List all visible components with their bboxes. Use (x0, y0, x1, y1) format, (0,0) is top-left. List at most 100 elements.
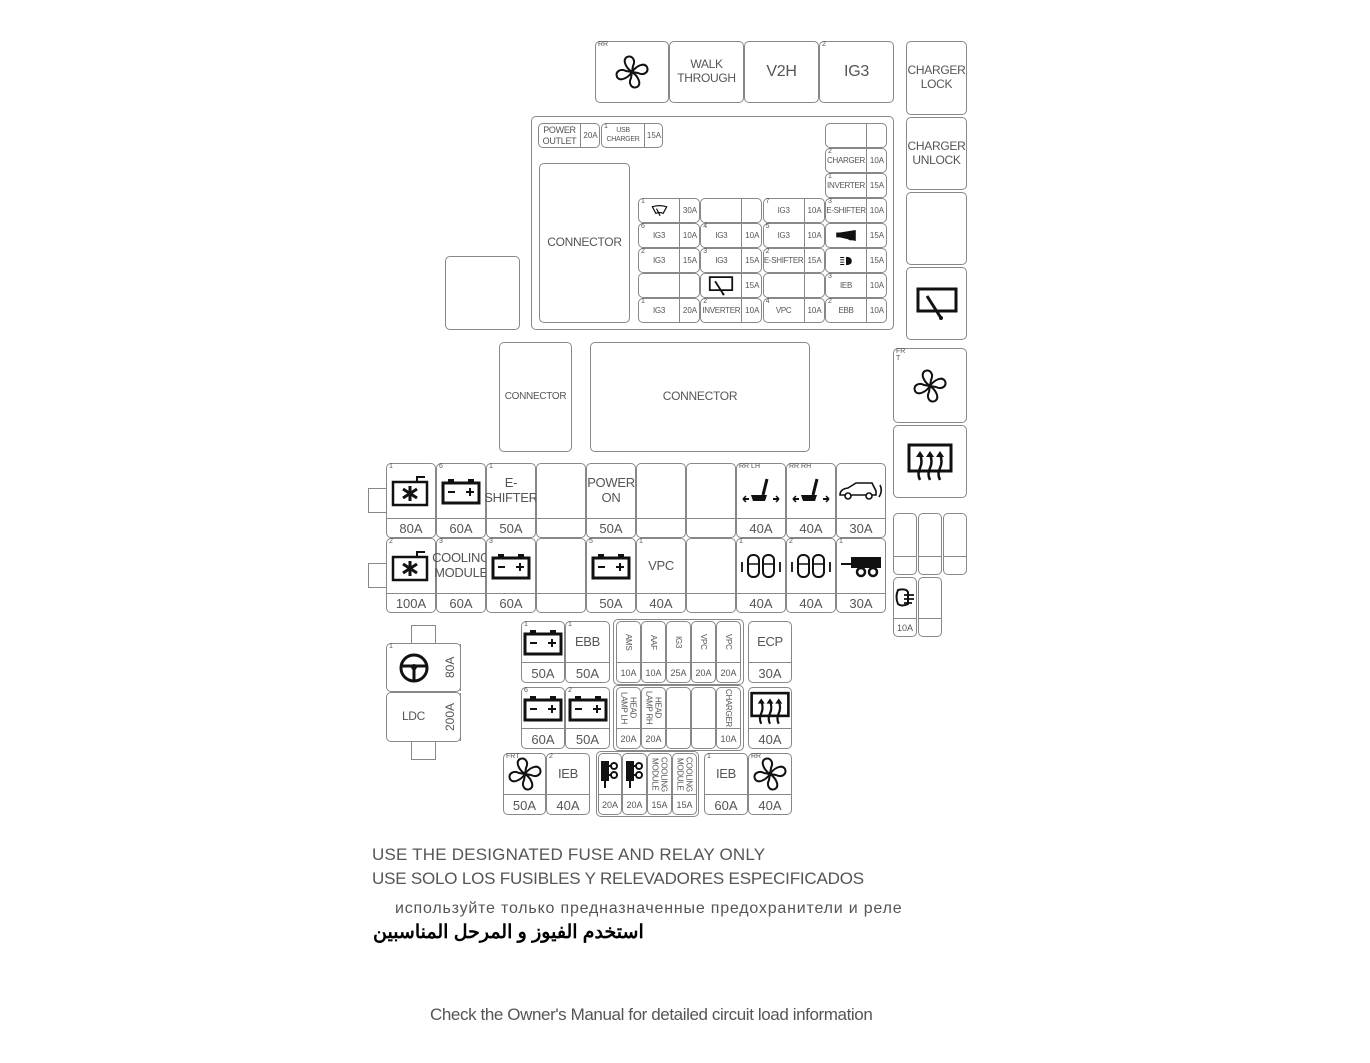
fuse-cell-b1-9: 40A RR RH (786, 463, 836, 538)
fuse-position-number: 2 (641, 248, 645, 255)
note-english: USE THE DESIGNATED FUSE AND RELAY ONLY (372, 845, 766, 864)
fuse-rating: 50A (587, 518, 635, 538)
fuse-position-number: 1 (828, 173, 832, 180)
fuse-position-number: 2 (765, 248, 770, 255)
fuse-rating: 10A (803, 224, 825, 247)
relay-switch-icon (601, 761, 618, 788)
fuse-position-number: 5 (765, 223, 770, 230)
fuse-position-number: 1 (839, 538, 843, 545)
fuse-label: CHARGER (724, 689, 734, 727)
fuse-rating: 20A (623, 794, 646, 815)
fuse-rating (537, 593, 585, 613)
battery-icon (568, 696, 607, 722)
fuse-rating: 40A (787, 518, 835, 538)
fuse-label: ECP (757, 633, 783, 649)
fuse-label: IG3 (653, 230, 665, 240)
fuse-rating: 50A (504, 794, 545, 815)
star-box-icon (391, 551, 429, 582)
fuse-position-number: 1 (524, 621, 528, 628)
fuse-position-number: 1 (389, 463, 393, 470)
fuse-cell-connector-3: CONNECTOR (590, 342, 810, 452)
fuse-cell-s1 (893, 513, 917, 575)
fuse-position-number: 1 (641, 198, 645, 205)
middle-fuse-block-frame (531, 116, 894, 330)
wiper-icon (639, 199, 679, 222)
fuse-cell-m-a4 (638, 273, 700, 298)
mini-fuse-group-frame (613, 685, 744, 751)
fuse-cell-charger-lock: CHARGER LOCK (906, 41, 967, 115)
fuse-rating: 10A (617, 662, 640, 683)
horn-icon (836, 230, 856, 241)
fuse-rating: 30A (837, 593, 885, 613)
fuse-cell-s4: 10A (893, 577, 917, 637)
fuse-cell-b1-7 (686, 463, 736, 538)
fuse-cell-v2h: V2H (744, 41, 819, 103)
fuse-cell-m-r4: 15A (825, 223, 887, 248)
seats-icon (791, 554, 831, 578)
fuse-label: IG3 (715, 255, 728, 265)
mounting-tab (368, 563, 387, 588)
fuse-cell-charger-unlock: CHARGER UNLOCK (906, 117, 967, 190)
heated-mirror-icon (894, 578, 916, 618)
fuse-rating: 25A (667, 662, 690, 683)
fuse-label: EBB (838, 305, 854, 315)
rear-wiper-icon (701, 274, 741, 297)
fuse-label: INVERTER (827, 180, 865, 190)
fuse-label: E-SHIFTER (763, 255, 804, 265)
fuse-position-number: FR T (896, 348, 906, 362)
fuse-position-number: 6 (439, 463, 443, 470)
fuse-cell-m-r5: 15A (825, 248, 887, 273)
horn-icon (826, 224, 866, 247)
fuse-label: INVERTER (702, 305, 741, 315)
mounting-tab (368, 488, 387, 513)
battery-icon (491, 554, 531, 580)
fuse-cell-lc-4: 20A (622, 753, 647, 815)
fuse-cell-m-c4 (762, 273, 825, 298)
fuse-rating: 10A (803, 199, 825, 222)
fuse-cell-lb-6 (691, 687, 716, 749)
fuse-cell-b1-4 (536, 463, 586, 538)
battery-icon (437, 464, 485, 518)
fuse-label: CHARGER UNLOCK (907, 138, 966, 167)
fuse-rating: 15A (803, 249, 825, 272)
fuse-label: IEB (840, 280, 852, 290)
steering-icon (399, 653, 428, 682)
fuse-label: VPC (775, 305, 792, 315)
fuse-cell-s3 (943, 513, 967, 575)
rear-wiper-icon (709, 275, 734, 295)
fuse-rating: 15A (866, 224, 887, 247)
fuse-cell-s2 (918, 513, 942, 575)
fuse-rating (944, 556, 966, 575)
fuse-rating: 15A (866, 174, 887, 197)
rear-wiper-icon (907, 268, 966, 339)
fuse-position-number: 1 (568, 621, 572, 628)
fuse-cell-b2-10: 30A 1 (836, 538, 886, 613)
fuse-rating: 60A (487, 593, 535, 613)
fuse-position-number: RR RH (789, 463, 812, 470)
fan-icon (913, 369, 947, 402)
fuse-rating: 60A (705, 794, 747, 815)
fuse-position-number: 2 (389, 538, 393, 545)
fuse-rating: 20A (717, 662, 740, 683)
